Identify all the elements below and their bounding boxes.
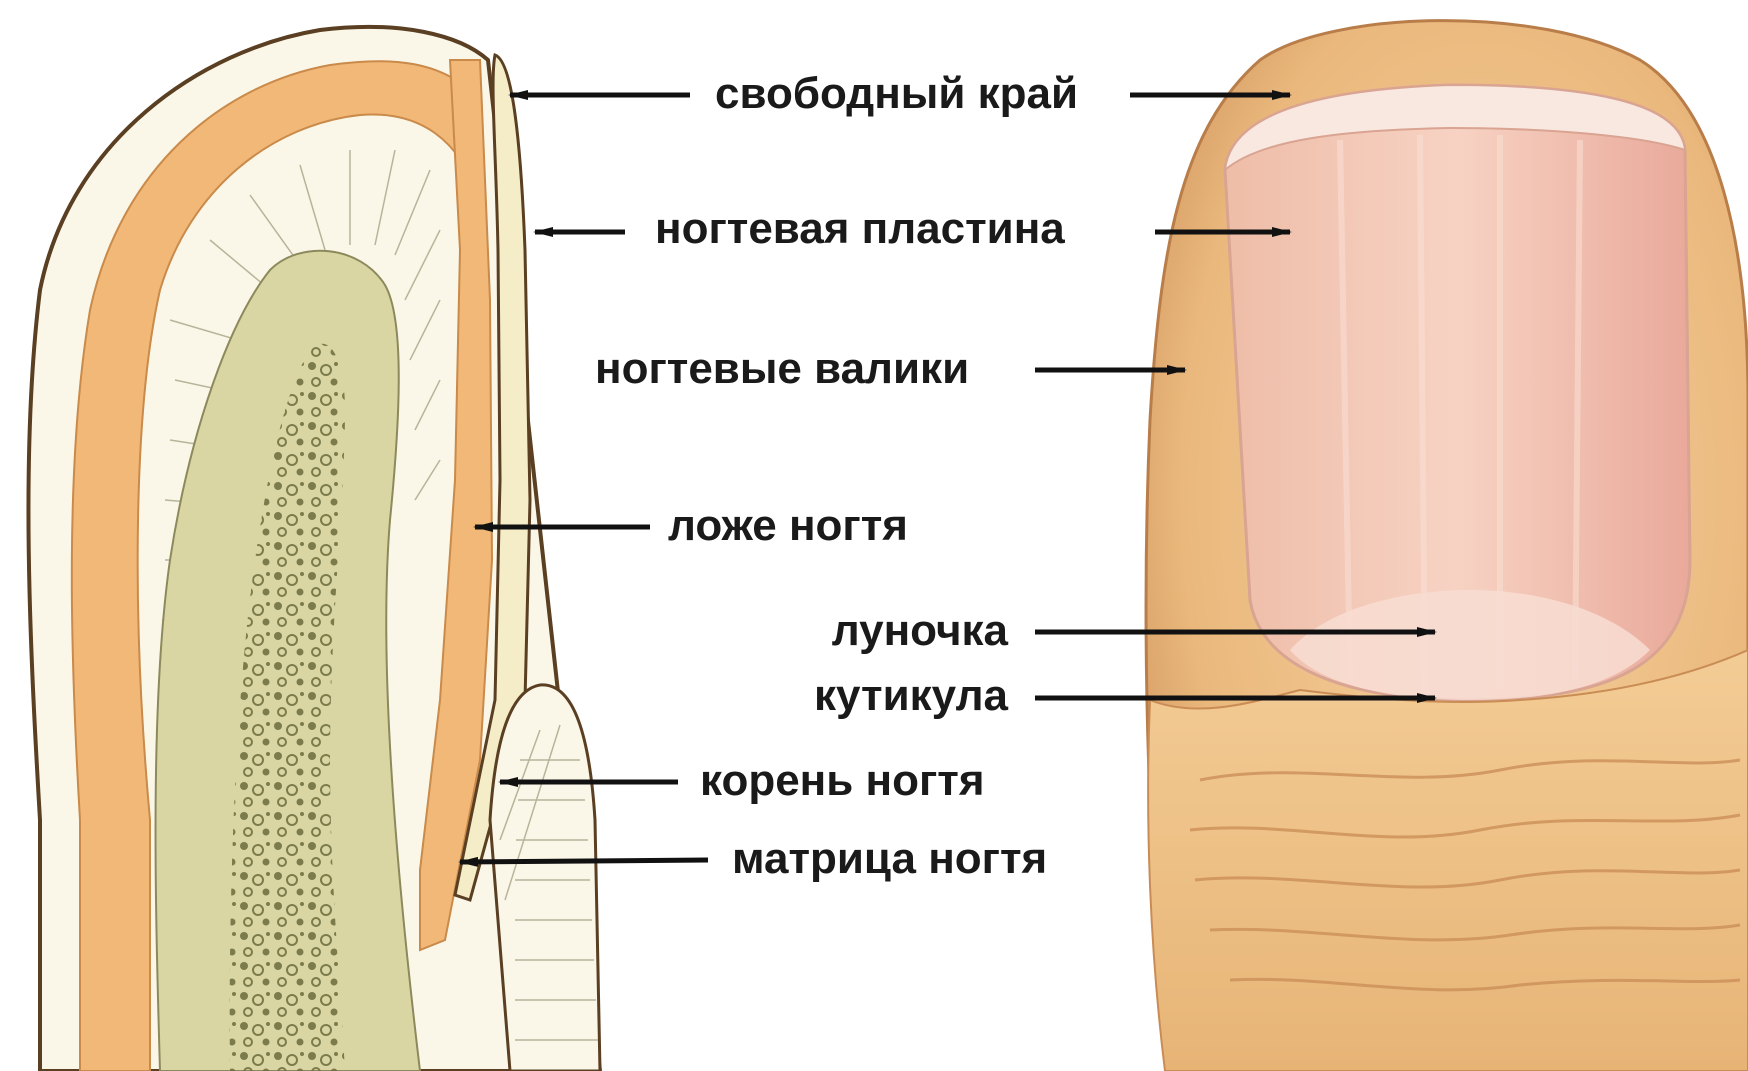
labels: свободный край ногтевая пластина ногтевы…: [595, 69, 1078, 883]
cross-section: [28, 27, 600, 1071]
label-nail-root: корень ногтя: [700, 756, 985, 805]
label-cuticle: кутикула: [814, 671, 1008, 720]
proximal-nail-fold: [1148, 650, 1748, 1071]
label-nail-plate: ногтевая пластина: [655, 204, 1065, 253]
label-free-edge: свободный край: [715, 69, 1078, 118]
proximal-fold: [490, 685, 600, 1071]
label-lunula: луночка: [832, 606, 1009, 655]
arrow-nail-matrix: [460, 860, 708, 862]
label-nail-folds: ногтевые валики: [595, 344, 969, 393]
label-nail-matrix: матрица ногтя: [732, 834, 1047, 883]
label-nail-bed: ложе ногтя: [668, 501, 908, 550]
finger-exterior: [1146, 21, 1748, 1071]
